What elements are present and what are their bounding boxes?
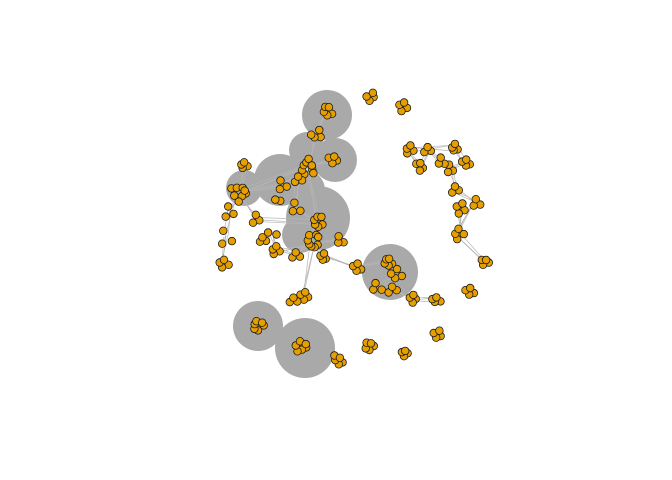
node: [362, 92, 371, 101]
node: [436, 153, 445, 162]
node: [454, 209, 463, 218]
node: [330, 152, 339, 161]
node: [271, 195, 280, 204]
node: [289, 293, 298, 302]
node: [234, 197, 243, 206]
node: [290, 198, 299, 207]
node: [471, 194, 480, 204]
node: [263, 228, 273, 237]
node: [305, 230, 314, 240]
node: [301, 288, 310, 297]
node: [272, 242, 281, 251]
node: [454, 224, 463, 233]
node: [481, 255, 491, 265]
node: [371, 278, 380, 288]
node: [377, 285, 386, 294]
node: [301, 339, 310, 349]
node: [293, 172, 303, 181]
node: [276, 176, 285, 185]
node: [392, 264, 402, 274]
node: [450, 182, 460, 191]
node: [275, 184, 285, 194]
node: [324, 102, 334, 112]
node: [230, 191, 239, 200]
edge: [255, 219, 316, 224]
node: [219, 226, 228, 235]
node: [317, 212, 326, 222]
node: [401, 346, 410, 356]
node: [229, 209, 238, 219]
edge: [256, 217, 318, 221]
node: [450, 139, 460, 149]
node: [291, 248, 300, 257]
node: [251, 210, 260, 219]
node: [217, 239, 227, 248]
node: [257, 318, 267, 327]
node: [240, 186, 249, 195]
node-layer: [215, 88, 493, 369]
node: [368, 88, 378, 97]
node: [406, 141, 415, 150]
node: [423, 142, 432, 152]
node: [458, 199, 467, 208]
node: [309, 168, 318, 178]
edge: [255, 221, 318, 225]
node: [288, 206, 298, 216]
node: [314, 232, 323, 242]
node: [384, 254, 394, 263]
edge: [227, 214, 231, 236]
node: [432, 293, 441, 302]
node: [258, 233, 267, 242]
edge: [239, 165, 306, 190]
node: [466, 283, 475, 293]
node: [304, 154, 313, 164]
node: [353, 259, 362, 268]
node: [223, 202, 233, 211]
node: [296, 206, 305, 215]
node: [219, 255, 229, 264]
node: [227, 236, 237, 246]
node: [307, 130, 316, 139]
node: [366, 339, 376, 348]
node: [239, 158, 249, 167]
node: [409, 290, 418, 300]
node: [335, 353, 345, 362]
node: [399, 98, 409, 107]
node: [315, 125, 324, 135]
node: [459, 229, 468, 239]
node: [415, 166, 425, 175]
node: [319, 249, 329, 258]
node: [387, 282, 397, 291]
node: [272, 230, 281, 239]
node: [443, 167, 453, 177]
node: [248, 218, 258, 227]
node: [334, 232, 343, 241]
node: [386, 269, 396, 278]
node: [307, 161, 316, 170]
node: [435, 326, 444, 335]
node: [221, 212, 230, 221]
node: [416, 158, 425, 168]
edge-layer: [221, 110, 485, 303]
node: [462, 155, 471, 164]
